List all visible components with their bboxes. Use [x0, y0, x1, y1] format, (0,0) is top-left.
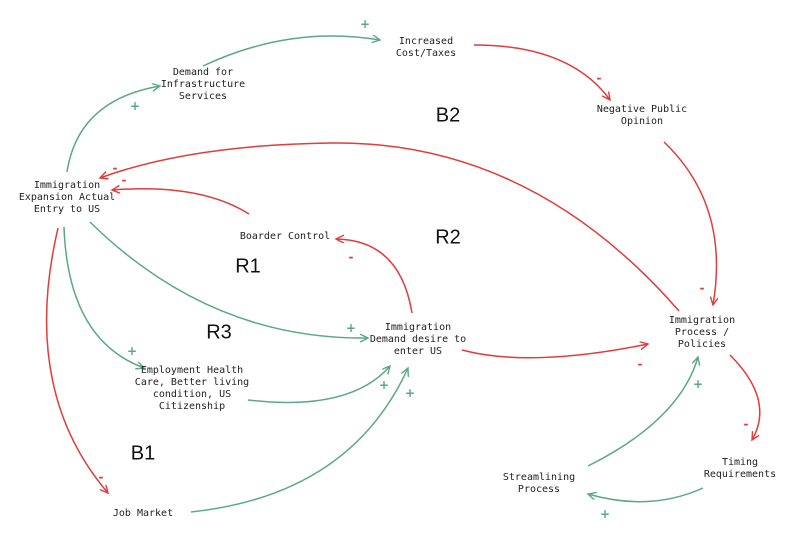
loop-label-b1: B1	[130, 442, 156, 465]
polarity-plus-sign: +	[692, 377, 704, 391]
link-process-to-timing	[729, 354, 761, 440]
link-entry-to-employment	[63, 226, 144, 368]
link-entry-to-job-market	[45, 227, 108, 493]
polarity-plus-sign: +	[404, 386, 416, 400]
polarity-plus-sign: +	[129, 99, 141, 113]
node-negative-opinion: Negative Public Opinion	[596, 104, 688, 127]
link-immigration-demand-to-process	[461, 344, 648, 359]
link-process-to-entry	[100, 142, 680, 312]
node-immigration-entry: Immigration Expansion Actual Entry to US	[18, 180, 116, 215]
polarity-minus-sign: -	[699, 281, 705, 295]
link-negative-opinion-to-process	[663, 141, 716, 305]
polarity-plus-sign: +	[345, 321, 357, 335]
node-immigration-demand: Immigration Demand desire to enter US	[369, 322, 467, 357]
node-job-market: Job Market	[112, 508, 174, 519]
polarity-minus-sign: -	[121, 173, 127, 187]
polarity-plus-sign: +	[378, 378, 390, 392]
link-immigration-demand-to-boarder-control	[336, 239, 413, 314]
polarity-plus-sign: +	[599, 507, 611, 521]
node-streamlining: Streamlining Process	[502, 472, 576, 495]
loop-label-b2: B2	[435, 104, 461, 127]
polarity-minus-sign: -	[596, 71, 602, 85]
node-demand-infrastructure: Demand for Infrastructure Services	[160, 67, 246, 102]
loop-label-r3: R3	[206, 321, 232, 344]
loop-label-r2: R2	[435, 226, 461, 249]
link-demand-infrastructure-to-cost	[202, 36, 380, 67]
polarity-minus-sign: -	[637, 357, 643, 371]
link-entry-to-immigration-demand	[89, 221, 368, 338]
node-timing: Timing Requirements	[703, 457, 777, 480]
node-employment: Employment Health Care, Better living co…	[134, 365, 250, 412]
node-boarder-control: Boarder Control	[239, 231, 331, 242]
polarity-plus-sign: +	[126, 344, 138, 358]
link-streamlining-to-process	[587, 357, 698, 467]
node-immigration-process: Immigration Process / Policies	[668, 315, 736, 350]
link-employment-to-immigration-demand	[247, 366, 390, 404]
polarity-minus-sign: -	[743, 417, 749, 431]
loop-label-r1: R1	[235, 255, 261, 278]
link-entry-to-demand-infrastructure	[66, 86, 160, 173]
polarity-minus-sign: -	[98, 470, 104, 484]
link-cost-to-negative-opinion	[473, 44, 610, 100]
polarity-plus-sign: +	[359, 17, 371, 31]
link-timing-to-streamlining	[588, 487, 704, 503]
polarity-minus-sign: -	[348, 250, 354, 264]
link-boarder-control-to-entry	[112, 189, 250, 215]
polarity-minus-sign: -	[112, 161, 118, 175]
node-increased-cost: Increased Cost/Taxes	[395, 36, 457, 59]
link-job-market-to-immigration-demand	[190, 368, 408, 513]
